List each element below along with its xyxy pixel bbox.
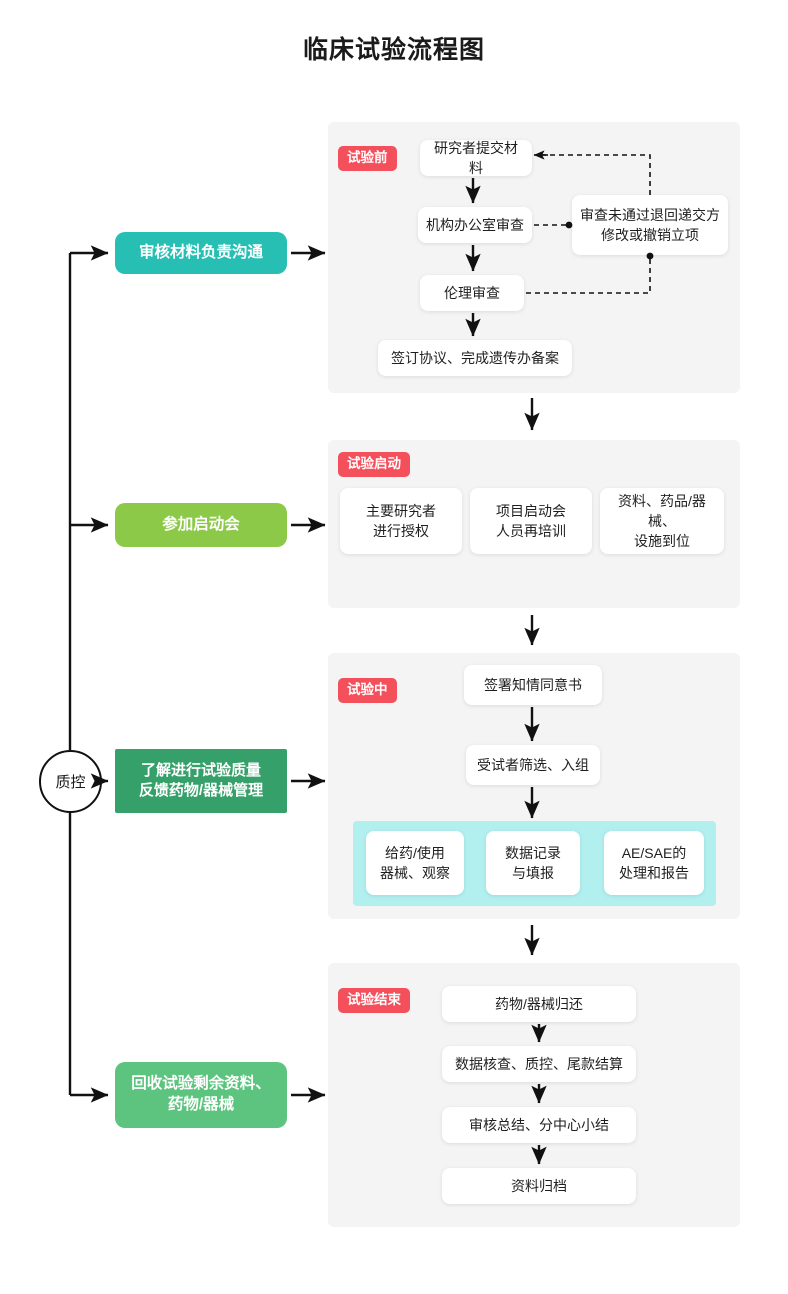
left-badge-attend-kickoff[interactable]: 参加启动会 [115,503,287,547]
stage-tag-during: 试验中 [338,678,397,703]
badge-to-panel-arrows [291,245,326,1103]
box-materials-ready[interactable]: 资料、药品/器械、 设施到位 [600,488,724,554]
box-summary-review[interactable]: 审核总结、分中心小结 [442,1107,636,1143]
left-spine [68,245,109,1103]
box-kickoff-retraining[interactable]: 项目启动会 人员再培训 [470,488,592,554]
stage-tag-end: 试验结束 [338,988,410,1013]
stage-tag-startup: 试验启动 [338,452,410,477]
stage-tag-pre-trial: 试验前 [338,146,397,171]
left-badge-quality-feedback[interactable]: 了解进行试验质量 反馈药物/器械管理 [115,749,287,813]
box-drug-device-return[interactable]: 药物/器械归还 [442,986,636,1022]
box-ethics-review[interactable]: 伦理审查 [420,275,524,311]
box-dosing-observation[interactable]: 给药/使用 器械、观察 [366,831,464,895]
box-archive-materials[interactable]: 资料归档 [442,1168,636,1204]
box-subject-screening[interactable]: 受试者筛选、入组 [466,745,600,785]
left-badge-review-materials[interactable]: 审核材料负责沟通 [115,232,287,274]
box-data-audit-payment[interactable]: 数据核查、质控、尾款结算 [442,1046,636,1082]
box-data-recording[interactable]: 数据记录 与填报 [486,831,580,895]
box-pi-authorization[interactable]: 主要研究者 进行授权 [340,488,462,554]
left-badge-recover-materials[interactable]: 回收试验剩余资料、 药物/器械 [115,1062,287,1128]
box-submit-materials[interactable]: 研究者提交材料 [420,140,532,176]
box-review-rejected[interactable]: 审查未通过退回递交方 修改或撤销立项 [572,195,728,255]
box-informed-consent[interactable]: 签署知情同意书 [464,665,602,705]
box-office-review[interactable]: 机构办公室审查 [418,207,532,243]
page-title: 临床试验流程图 [302,36,485,64]
quality-control-node[interactable]: 质控 [39,750,102,813]
box-sign-agreement[interactable]: 签订协议、完成遗传办备案 [378,340,572,376]
box-ae-sae-reporting[interactable]: AE/SAE的 处理和报告 [604,831,704,895]
